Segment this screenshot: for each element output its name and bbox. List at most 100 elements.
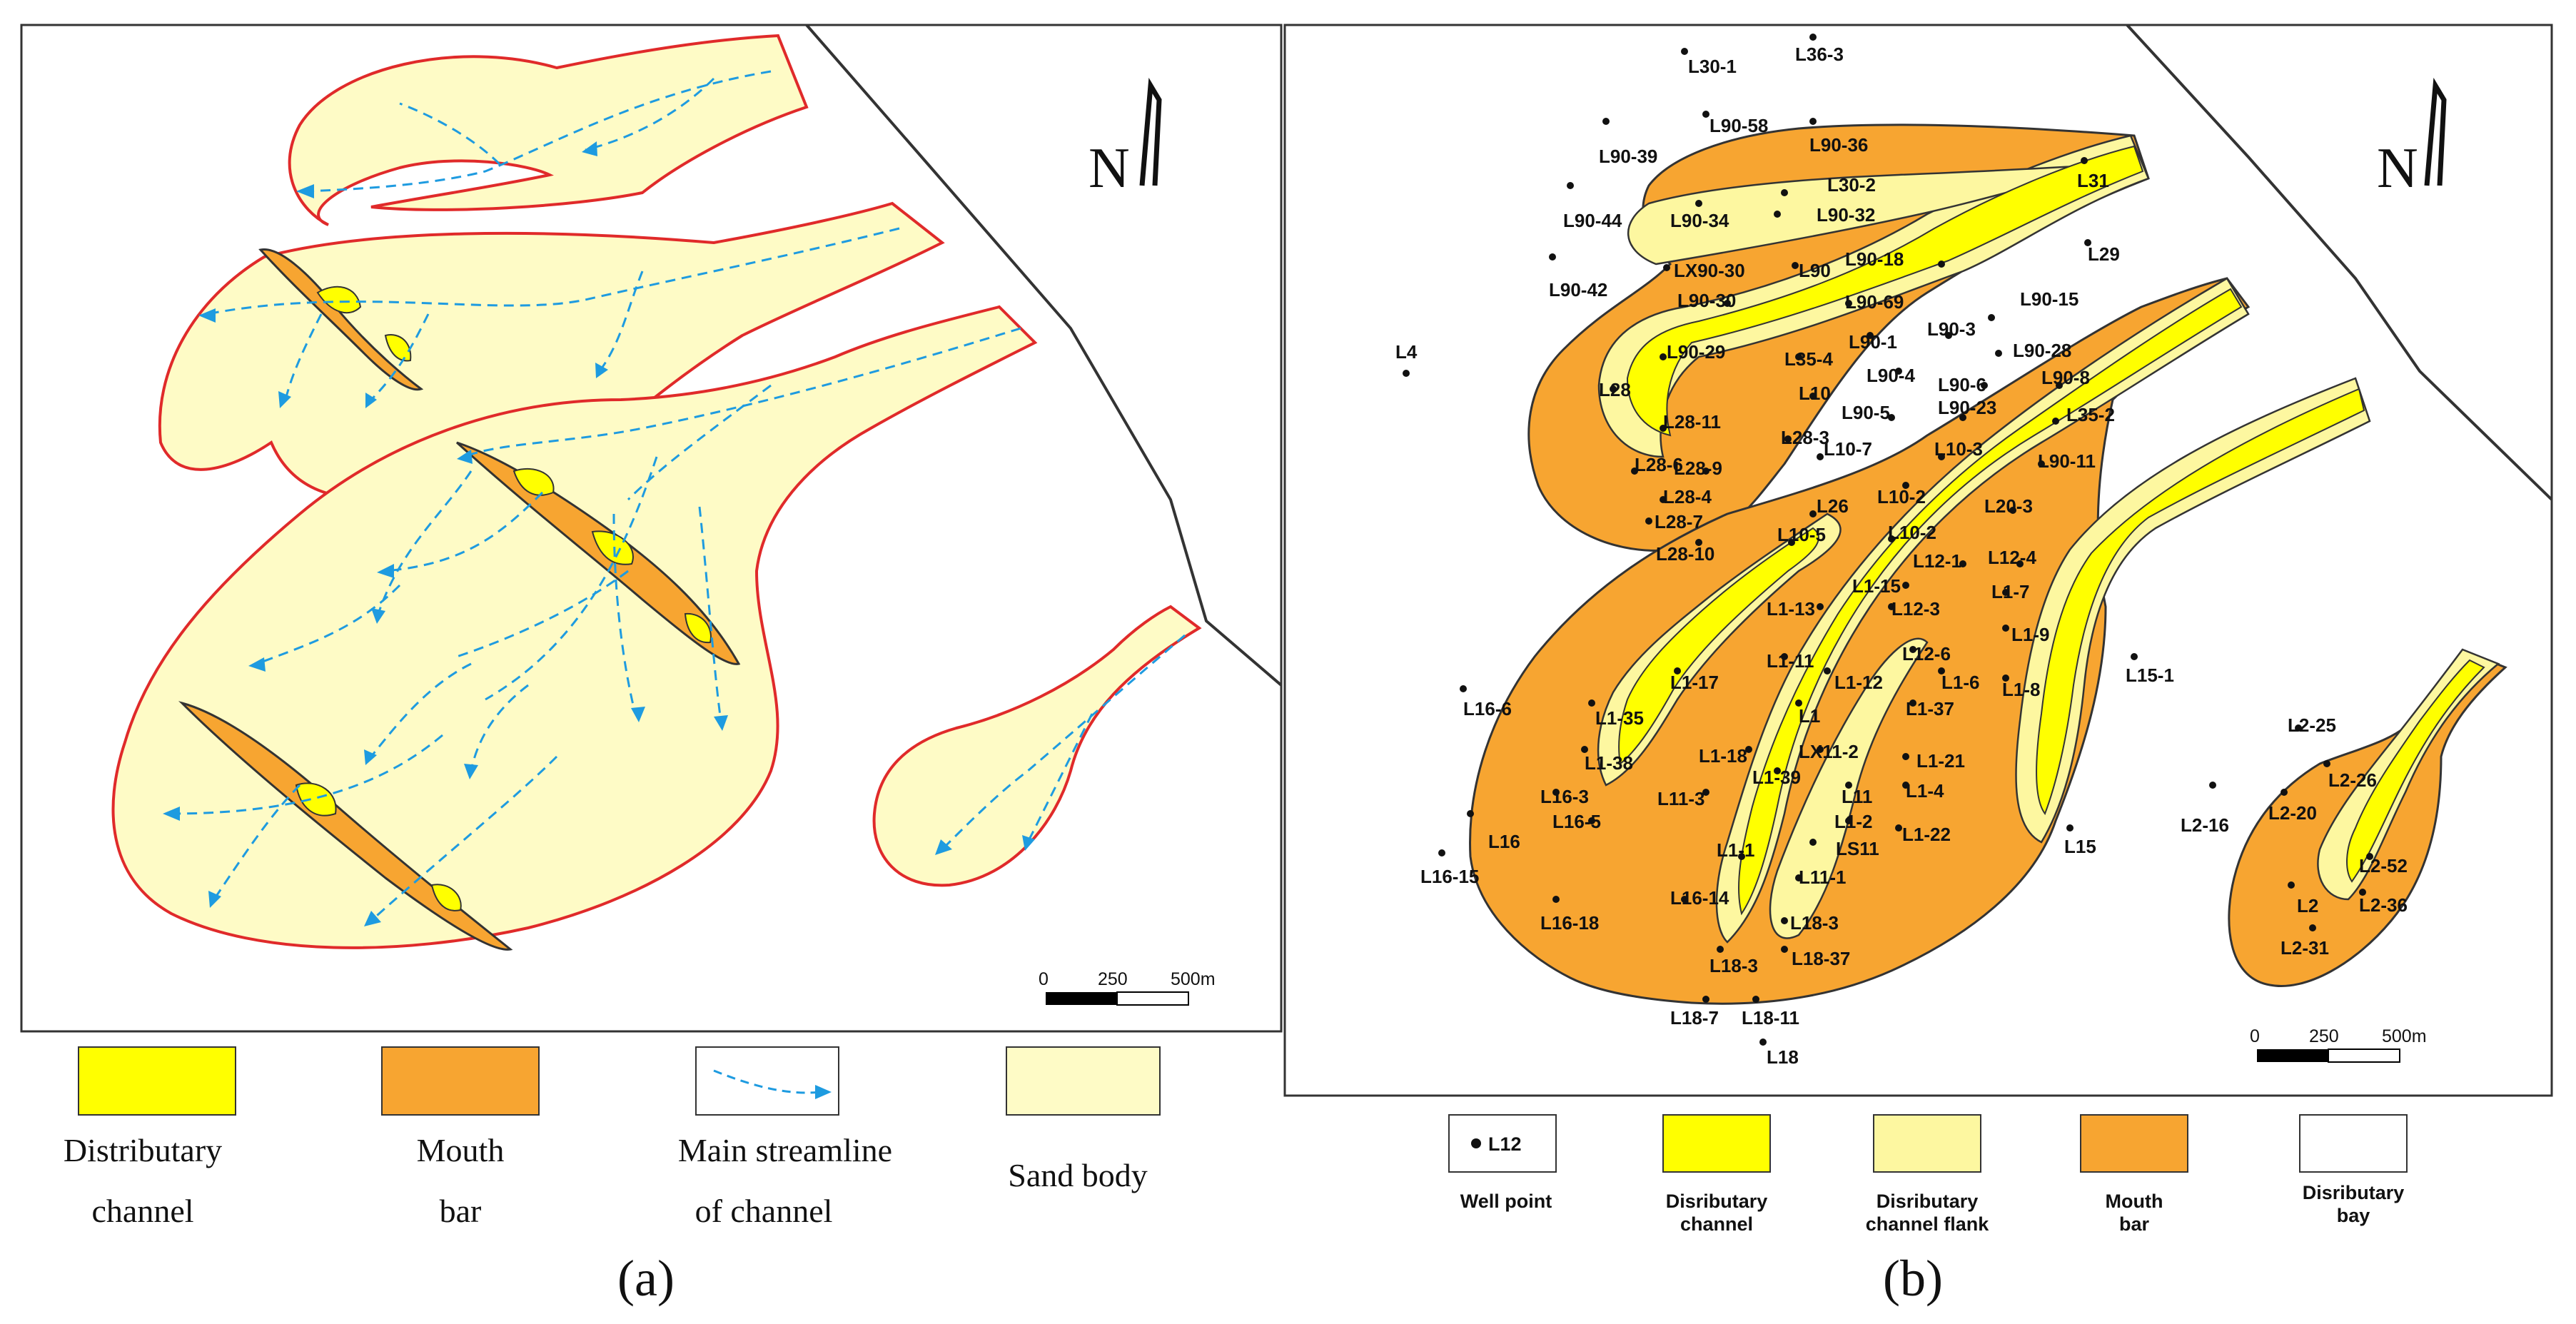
panel-a-label: (a) xyxy=(617,1250,675,1307)
well-label: L28-7 xyxy=(1655,511,1703,532)
well-dot xyxy=(1888,414,1895,421)
legend-label: bar xyxy=(440,1193,482,1229)
channel-core xyxy=(1618,527,1819,765)
well-label: L1-39 xyxy=(1752,767,1801,788)
well-label: L2-31 xyxy=(2280,937,2329,959)
legend-item-distributary-channel: Distributary channel xyxy=(64,1046,236,1229)
north-label: N xyxy=(1089,137,1130,200)
well-label: L90-42 xyxy=(1549,279,1607,300)
well-dot xyxy=(1817,746,1824,753)
well-label: L18-3 xyxy=(1709,955,1758,976)
well-dot xyxy=(1795,353,1802,360)
legend-swatch xyxy=(381,1046,540,1116)
well-label: L90-1 xyxy=(1849,331,1897,353)
sand-body-main xyxy=(111,305,1038,949)
arrowhead xyxy=(582,141,597,156)
well-label: L18 xyxy=(1767,1046,1799,1068)
channel-flank xyxy=(1715,277,2250,944)
well-label: LX11-2 xyxy=(1799,741,1859,762)
channel-lens xyxy=(430,884,462,911)
well-dot xyxy=(1549,253,1556,261)
well-label: L90-34 xyxy=(1670,210,1729,231)
panel-b-coastline xyxy=(2126,24,2553,501)
legend-item-well-point: L12 Well point xyxy=(1448,1114,1557,1212)
well-labels: L30-1 L36-3 L90-58 L90-39 L90-36 L30-2 L… xyxy=(1395,44,2408,1068)
well-dot xyxy=(1888,603,1895,610)
sand-body-east xyxy=(872,605,1202,887)
well-label: L90 xyxy=(1799,260,1831,281)
channel-flank xyxy=(1597,512,1842,787)
well-dot xyxy=(1895,824,1902,832)
well-dot xyxy=(1938,261,1945,268)
legend-swatch xyxy=(2080,1114,2188,1173)
sand-body-middle xyxy=(158,201,945,500)
well-dot xyxy=(1752,996,1759,1003)
well-dot xyxy=(1663,264,1670,271)
panel-a-map: N 0 250 500m xyxy=(20,24,1283,1033)
well-label: L11-1 xyxy=(1799,866,1847,888)
well-label: L36-3 xyxy=(1795,44,1844,65)
well-label: L90-11 xyxy=(2038,450,2096,472)
well-label: L28-3 xyxy=(1781,427,1829,448)
well-dot xyxy=(1988,314,1995,321)
arrowhead xyxy=(935,839,952,855)
well-dot xyxy=(1552,896,1560,903)
well-label: L2-25 xyxy=(2288,714,2336,736)
well-dot xyxy=(1792,262,1799,269)
legend-item-disributary-channel: Disributary channel xyxy=(1662,1114,1771,1235)
well-dot xyxy=(1702,111,1709,118)
scale-segment-black xyxy=(2257,1049,2328,1062)
well-dot xyxy=(1845,817,1852,824)
north-label: N xyxy=(2377,137,2418,200)
well-dot xyxy=(1774,211,1781,218)
well-dot xyxy=(1660,496,1667,503)
well-label: L1-17 xyxy=(1670,672,1719,693)
well-label: L90-44 xyxy=(1563,210,1622,231)
legend-swatch xyxy=(695,1046,839,1116)
well-label: L16-3 xyxy=(1540,786,1589,807)
channel-lens xyxy=(316,285,362,314)
well-label: L1-1 xyxy=(1717,839,1754,861)
well-label: LS11 xyxy=(1836,838,1879,859)
well-label: L90-29 xyxy=(1667,341,1725,363)
channel-flank xyxy=(1627,163,2113,266)
well-label: L16 xyxy=(1488,831,1520,852)
arrowhead xyxy=(631,707,645,722)
well-label: L10-2 xyxy=(1877,486,1926,507)
well-dot xyxy=(1809,839,1817,846)
well-label: L90-28 xyxy=(2013,340,2071,361)
well-dot xyxy=(1888,535,1895,542)
well-label: LX90-30 xyxy=(1674,260,1745,281)
scale-tick-0: 0 xyxy=(2250,1026,2260,1046)
arrowhead xyxy=(364,911,381,926)
well-label: L11-3 xyxy=(1657,788,1705,809)
well-dot xyxy=(1403,370,1410,377)
well-label: L1-21 xyxy=(1916,750,1965,772)
well-label: L11 xyxy=(1842,786,1872,807)
legend-item-main-streamline: Main streamline of channel xyxy=(678,1046,892,1229)
legend-label: Sand body xyxy=(1008,1157,1148,1193)
well-label: L90-69 xyxy=(1845,291,1904,313)
scale-bar-b: 0 250 500m xyxy=(2250,1026,2427,1063)
north-arrow-icon xyxy=(2424,77,2447,186)
legend-swatch xyxy=(78,1046,236,1116)
well-dot xyxy=(1845,300,1852,307)
scale-tick-500: 500m xyxy=(1171,969,1216,989)
well-label: L1-15 xyxy=(1852,575,1901,597)
well-label: L10-7 xyxy=(1824,438,1872,460)
arrowhead xyxy=(198,308,216,323)
well-dot xyxy=(1759,1039,1767,1046)
panel-b-map: L30-1 L36-3 L90-58 L90-39 L90-36 L30-2 L… xyxy=(1283,24,2553,1097)
legend-item-sand-body: Sand body xyxy=(1006,1046,1161,1193)
well-label: L12-4 xyxy=(1988,547,2036,568)
mouth-bar-south xyxy=(178,701,513,951)
well-label: L1-12 xyxy=(1834,672,1883,693)
well-label: L2-16 xyxy=(2181,814,2229,836)
well-label: L15 xyxy=(2064,836,2096,857)
well-label: L16-6 xyxy=(1463,698,1512,719)
north-arrow-b: N xyxy=(2377,77,2447,200)
well-dot xyxy=(1809,34,1817,41)
arrowhead xyxy=(457,450,473,464)
well-dot xyxy=(2288,881,2295,889)
